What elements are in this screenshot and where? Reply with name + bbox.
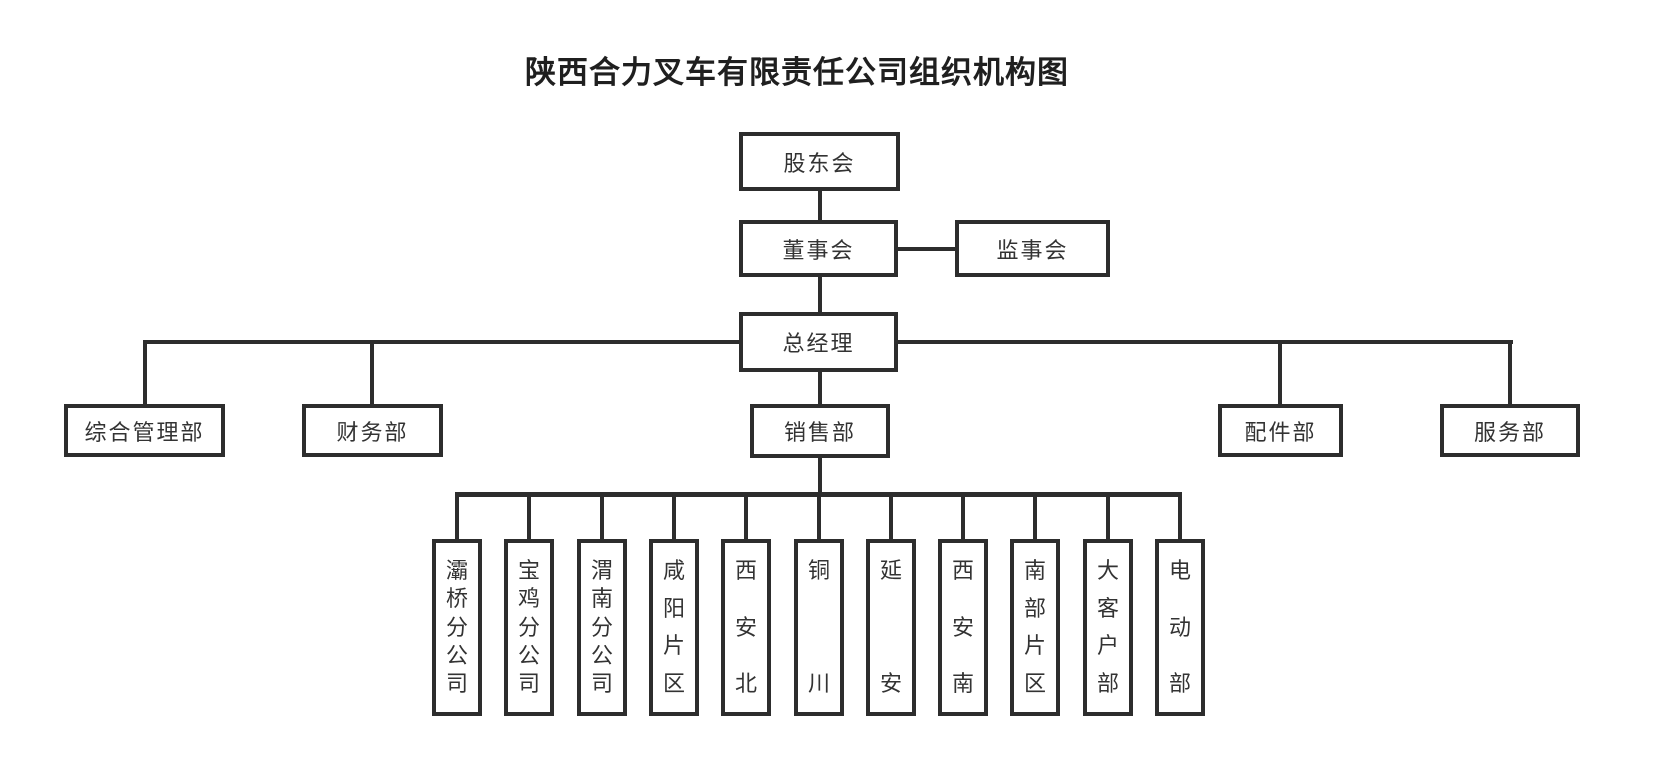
org-box-parts-dept: 配件部 [1218,404,1343,457]
org-box-xianyang-area: 咸阳片区 [649,539,699,716]
org-box-service-dept: 服务部 [1440,404,1580,457]
connector-drop-unit [1178,492,1182,539]
org-box-admin-dept: 综合管理部 [64,404,225,457]
org-box-baoji-branch: 宝鸡分公司 [504,539,554,716]
connector-shareholders-board [818,191,822,220]
connector-drop-unit [455,492,459,539]
org-box-southern-area: 南部片区 [1010,539,1060,716]
connector-drop-admin [143,340,147,404]
connector-drop-unit [1106,492,1110,539]
connector-drop-unit [744,492,748,539]
org-box-sales-dept: 销售部 [750,404,890,458]
org-box-tongchuan: 铜川 [794,539,844,716]
connector-drop-service [1508,340,1512,404]
connector-drop-unit [889,492,893,539]
connector-drop-unit [600,492,604,539]
org-box-baqiao-branch: 灞桥分公司 [432,539,482,716]
connector-board-supervisory [898,247,955,251]
connector-drop-finance [370,340,374,404]
org-box-weinan-branch: 渭南分公司 [577,539,627,716]
connector-gm-left-bus [143,340,739,344]
org-box-xian-south: 西安南 [938,539,988,716]
connector-sales-bus [818,458,822,492]
org-box-electric-dept: 电动部 [1155,539,1205,716]
page-title: 陕西合力叉车有限责任公司组织机构图 [525,55,1069,90]
connector-gm-right-bus [898,340,1513,344]
org-box-finance-dept: 财务部 [302,404,443,457]
connector-gm-sales [818,372,822,404]
org-box-shareholders: 股东会 [739,132,900,191]
org-box-yanan: 延安 [866,539,916,716]
connector-drop-parts [1278,340,1282,404]
org-box-board: 董事会 [739,220,898,277]
org-box-xian-north: 西安北 [721,539,771,716]
org-box-general-manager: 总经理 [739,312,898,372]
connector-drop-unit [817,492,821,539]
connector-drop-unit [672,492,676,539]
connector-board-gm [818,277,822,312]
connector-drop-unit [527,492,531,539]
org-box-key-accounts: 大客户部 [1083,539,1133,716]
org-box-supervisory: 监事会 [955,220,1110,277]
connector-drop-unit [1033,492,1037,539]
connector-drop-unit [961,492,965,539]
